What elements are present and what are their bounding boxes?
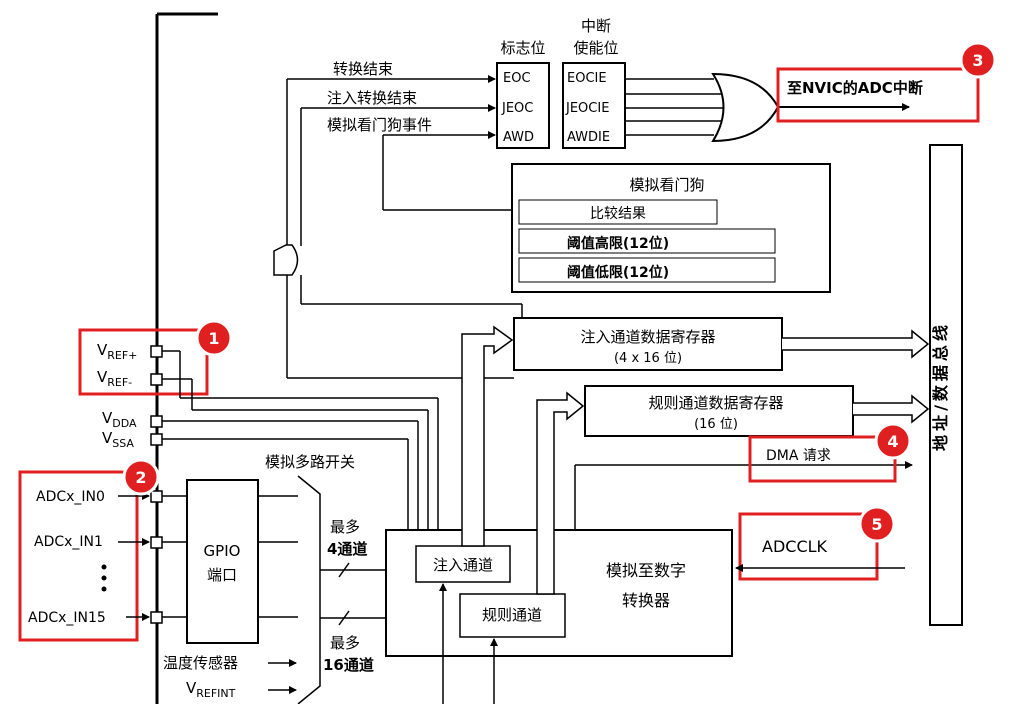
callout-badge-2: 2 (122, 458, 160, 496)
injected-bus-arrow (782, 329, 930, 359)
regular-to-register-arrow (536, 391, 585, 595)
vrefint-label: VREFINT (186, 679, 236, 700)
low-threshold-box (518, 257, 776, 283)
low-threshold-label: 阈值低限(12位) (567, 264, 669, 281)
and-gate-lines (286, 275, 523, 379)
callout-box-1 (78, 328, 209, 396)
up-to-4-label-2: 4通道 (327, 540, 367, 558)
callout-badge-5: 5 (858, 505, 896, 543)
vdda-label: VDDA (102, 409, 137, 430)
vref-minus-label: VREF- (97, 368, 132, 389)
callout-badge-4: 4 (874, 422, 912, 460)
callout-badge-1: 1 (195, 319, 233, 357)
vref-plus-label: VREF+ (97, 341, 137, 362)
regular-channel-box (459, 593, 566, 638)
injected-channel-box (415, 545, 511, 583)
or-gate (711, 72, 780, 143)
vssa-label: VSSA (102, 429, 134, 450)
injected-data-register-label: 注入通道数据寄存器 (580, 328, 715, 346)
awdie-label: AWDIE (567, 130, 610, 145)
regular-data-register-label: 规则通道数据寄存器 (648, 394, 783, 412)
interrupt-enable-label-2: 使能位 (573, 39, 618, 57)
adc-label-1: 模拟至数字 (606, 561, 686, 580)
injected-data-register-size: (4 x 16 位) (614, 351, 682, 366)
and-gate (273, 244, 299, 276)
high-threshold-box (518, 228, 776, 254)
analog-mux-label: 模拟多路开关 (265, 453, 355, 471)
regular-bus-arrow (853, 394, 930, 424)
or-gate-inputs (625, 78, 725, 136)
more-channels-dots (101, 564, 107, 592)
watchdog-event-label: 模拟看门狗事件 (327, 116, 432, 134)
channel-input-arrows (118, 492, 150, 621)
adc-label-2: 转换器 (622, 591, 670, 610)
analog-multiplexer (297, 475, 321, 704)
adc-in15-label: ADCx_IN15 (28, 610, 106, 626)
callout-box-3 (776, 67, 980, 123)
callout-box-5 (738, 512, 879, 581)
awd-label: AWD (503, 130, 534, 145)
dma-request-label: DMA 请求 (766, 448, 831, 464)
gpio-label: GPIO (204, 542, 241, 560)
high-threshold-label: 阈值高限(12位) (567, 235, 669, 252)
injected-channel-label: 注入通道 (433, 556, 493, 574)
compare-result-label: 比较结果 (590, 206, 646, 222)
event-lines (286, 75, 520, 246)
analog-watchdog-title: 模拟看门狗 (629, 176, 704, 194)
up-to-16-label-2: 16通道 (323, 656, 374, 674)
chip-boundary (155, 12, 218, 704)
nvic-interrupt-label: 至NVIC的ADC中断 (787, 79, 923, 97)
svg-text:5: 5 (871, 515, 882, 534)
jeoc-label: JEOC (501, 101, 533, 116)
regular-bus-slash (338, 610, 350, 626)
up-to-4-label-1: 最多 (330, 518, 360, 536)
regular-data-register-size: (16 位) (694, 417, 738, 432)
svg-text:1: 1 (208, 329, 219, 348)
gpio-to-mux-lines (258, 495, 298, 618)
compare-result-box (518, 199, 718, 225)
eocie-label: EOCIE (567, 71, 607, 86)
injected-conversion-end-label: 注入转换结束 (327, 89, 417, 107)
adc-in0-label: ADCx_IN0 (36, 489, 105, 505)
conversion-end-label: 转换结束 (333, 60, 393, 78)
regular-data-register (584, 385, 854, 437)
flag-bits-box (496, 62, 550, 149)
svg-text:2: 2 (135, 468, 146, 487)
interrupt-enable-label-1: 中断 (581, 17, 611, 35)
flag-bits-label: 标志位 (500, 39, 545, 57)
callout-badge-3: 3 (959, 41, 997, 79)
injected-bus-slash (338, 562, 350, 578)
eoc-label: EOC (503, 71, 531, 86)
regular-channel-label: 规则通道 (482, 606, 542, 624)
adcclk-label: ADCCLK (762, 537, 828, 556)
up-to-16-label-1: 最多 (330, 634, 360, 652)
callout-box-2 (18, 470, 139, 642)
jeocie-label: JEOCIE (565, 101, 609, 116)
svg-text:3: 3 (972, 51, 983, 70)
gpio-port-label: 端口 (207, 566, 237, 584)
gpio-port-box (186, 479, 259, 644)
temperature-sensor-label: 温度传感器 (163, 654, 238, 672)
voltage-reference-lines (162, 350, 439, 530)
address-data-bus-label: 地址/数据总线 (931, 321, 950, 451)
address-data-bus (929, 144, 963, 626)
interrupt-enable-box (562, 62, 626, 149)
pin-to-gpio-lines (162, 495, 187, 618)
adc-in1-label: ADCx_IN1 (34, 534, 103, 550)
svg-text:4: 4 (887, 432, 898, 451)
injected-to-register-arrow (461, 325, 514, 547)
